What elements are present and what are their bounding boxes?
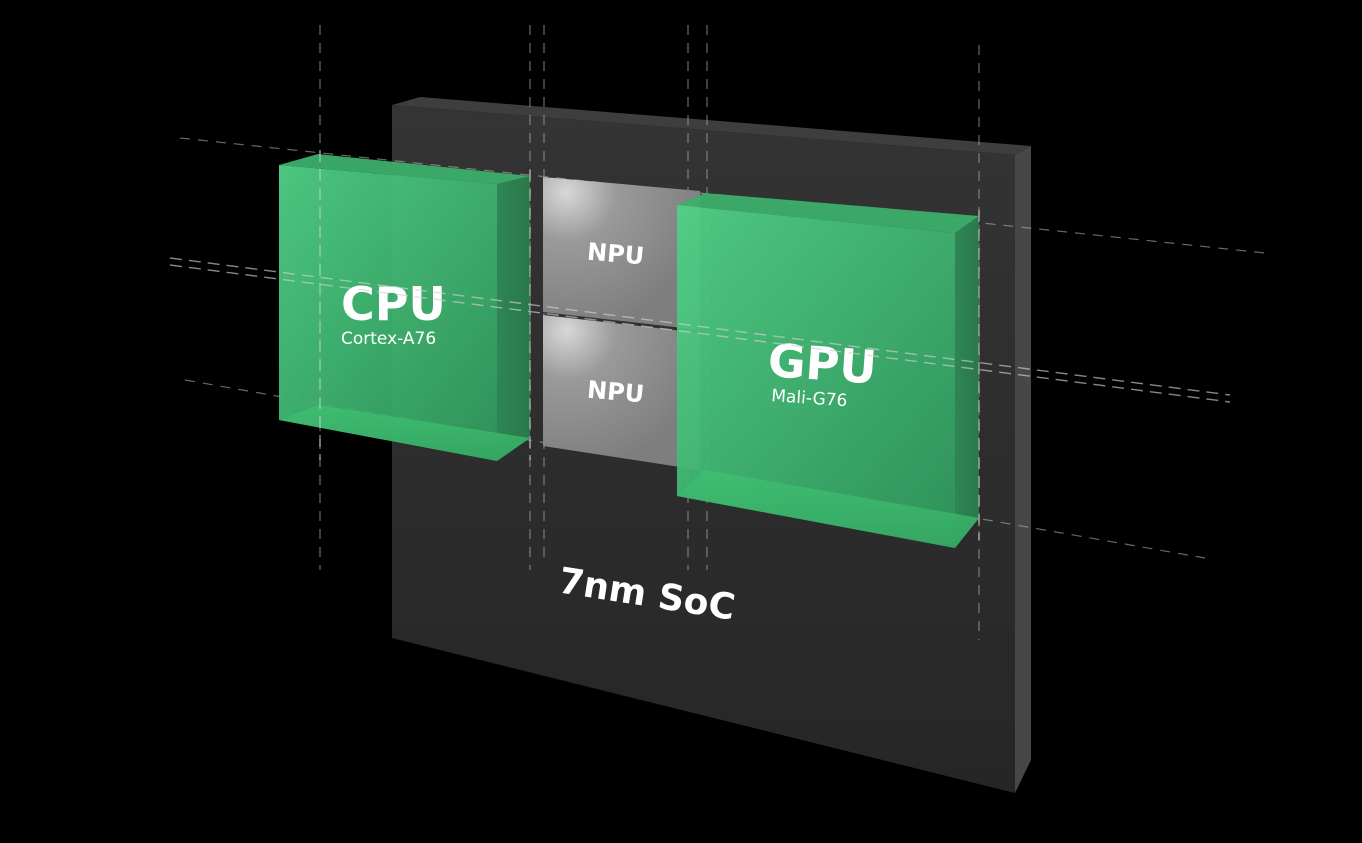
npu-bottom-face: [543, 315, 700, 470]
cpu-block: CPU Cortex-A76: [279, 154, 530, 461]
cpu-bottom-edge: [279, 405, 530, 461]
cpu-side-edge: [497, 176, 530, 461]
gpu-bottom-edge: [677, 470, 979, 548]
npu-top-block: NPU: [543, 177, 700, 330]
soc-top-face: [392, 97, 1031, 155]
soc-side-face: [1015, 146, 1031, 793]
gpu-title: GPU: [766, 333, 878, 394]
npu-top-face: [543, 177, 700, 330]
gpu-side-edge: [955, 216, 979, 548]
gpu-block: GPU Mali-G76: [677, 193, 979, 548]
guide-lines-front: [169, 150, 1231, 540]
npu-bottom-label: NPU: [586, 376, 645, 409]
gpu-front-face: [677, 205, 955, 548]
npu-top-label: NPU: [586, 238, 645, 271]
npu-bottom-block: NPU: [543, 315, 700, 470]
cpu-title: CPU: [341, 277, 446, 331]
gpu-top-edge: [677, 193, 979, 233]
cpu-front-face: [279, 165, 497, 461]
cpu-subtitle: Cortex-A76: [341, 329, 436, 349]
cpu-top-edge: [279, 154, 530, 184]
